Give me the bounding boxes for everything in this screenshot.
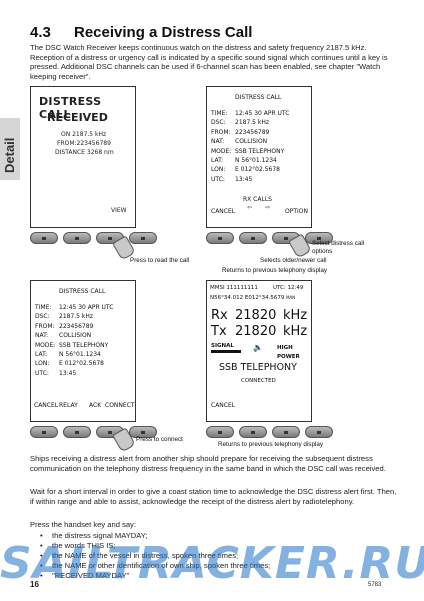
screen1-from: FROM:223456789	[57, 140, 111, 147]
screen3-cancel: CANCEL	[34, 402, 59, 409]
screen3-rows: TIME:12:45 30 APR UTC DSC:2187.5 kHz FRO…	[35, 303, 113, 378]
softkey-2[interactable]	[239, 232, 267, 244]
screen-distress-options: DISTRESS CALL TIME:12:45 30 APR UTC DSC:…	[30, 280, 136, 422]
softkey-2[interactable]	[63, 232, 91, 244]
page-number: 16	[30, 580, 39, 589]
detail-row: LAT:N 56°01.1234	[211, 157, 277, 165]
softkey-1[interactable]	[30, 232, 58, 244]
screen4-signal-label: SIGNAL	[211, 343, 234, 349]
softkey-4[interactable]	[305, 232, 333, 244]
screen1-softkey-view: VIEW	[111, 207, 127, 214]
softkey-4[interactable]	[129, 232, 157, 244]
annotation-select-options: Select distress call options	[312, 240, 365, 255]
annotation-connect: Press to connect	[136, 436, 183, 443]
softkey-4[interactable]	[129, 426, 157, 438]
list-item: the NAME of the vessel in distress, spok…	[52, 551, 402, 561]
screen3-keypad	[30, 426, 157, 438]
detail-row: LON:E 012°02.5678	[211, 166, 280, 174]
screen4-status: CONNECTED	[241, 378, 276, 384]
signal-bar	[211, 350, 241, 353]
softkey-2[interactable]	[63, 426, 91, 438]
screen4-power: HIGH POWER	[277, 345, 300, 361]
screen4-mode: SSB TELEPHONY	[219, 362, 297, 373]
detail-row: NAT:COLLISION	[35, 332, 92, 340]
detail-row: FROM:223456789	[211, 128, 270, 136]
screen-distress-received: DISTRESS CALL RECEIVED ON 2187.5 kHz FRO…	[30, 86, 136, 228]
detail-row: UTC:13:45	[211, 175, 253, 183]
screen1-distance: DISTANCE 3268 nm	[55, 149, 114, 156]
annotation-read-call: Press to read the call	[130, 257, 190, 264]
detail-row: LON:E 012°02.5678	[35, 360, 104, 368]
screen2-cancel: CANCEL	[211, 208, 236, 215]
detail-row: FROM:223456789	[35, 322, 94, 330]
screen4-cancel: CANCEL	[211, 402, 236, 409]
paragraph-wait: Wait for a short interval in order to gi…	[30, 487, 397, 506]
screen-telephony: MMSI 111111111 UTC: 12:49 N56°34.012 E01…	[206, 280, 312, 422]
softkey-4[interactable]	[305, 426, 333, 438]
detail-row: DSC:2187.5 kHz	[35, 313, 94, 321]
detail-row: UTC:13:45	[35, 369, 77, 377]
watermark: SAILTRACKER.RU	[0, 538, 424, 589]
intro-text: The DSC Watch Receiver keeps continuous …	[30, 43, 388, 81]
softkey-3[interactable]	[272, 426, 300, 438]
detail-row: MODE:SSB TELEPHONY	[211, 147, 285, 155]
softkey-1[interactable]	[30, 426, 58, 438]
detail-row: NAT:COLLISION	[211, 138, 268, 146]
softkey-1[interactable]	[206, 232, 234, 244]
detail-row: TIME:12:45 30 APR UTC	[211, 110, 290, 117]
screen1-line1: DISTRESS CALL	[39, 95, 102, 121]
screen1-line2: RECEIVED	[47, 111, 108, 124]
list-item: "RECEIVED MAYDAY"	[52, 571, 402, 581]
side-tab: Detail	[0, 118, 20, 180]
paragraph-prepare: Ships receiving a distress alert from an…	[30, 454, 386, 473]
screen2-rows: TIME:12:45 30 APR UTC DSC:2187.5 kHz FRO…	[211, 109, 289, 184]
annotation-return-1: Returns to previous telephony display	[222, 267, 328, 274]
arrow-left-icon: ⇦	[247, 204, 253, 211]
screen-distress-details: DISTRESS CALL TIME:12:45 30 APR UTC DSC:…	[206, 86, 312, 228]
screen4-position: N56°34.012 E012°34.5679 MAN	[210, 295, 296, 301]
screen2-rx-calls: RX CALLS	[243, 196, 272, 203]
screen2-option: OPTION	[285, 208, 308, 215]
screen2-keypad	[206, 232, 333, 244]
screen4-mmsi: MMSI 111111111	[210, 285, 258, 291]
screen2-header: DISTRESS CALL	[235, 94, 282, 101]
annotation-older-newer: Selects older/newer call	[260, 257, 327, 264]
arrow-right-icon: ⇨	[265, 204, 271, 211]
detail-row: LAT:N 56°01.1234	[35, 351, 101, 359]
speaker-icon: 🔈	[253, 343, 263, 352]
bullet-list: the distress signal MAYDAY; the words TH…	[30, 531, 402, 581]
screen3-ack: ACK	[89, 402, 102, 409]
detail-row: MODE:SSB TELEPHONY	[35, 341, 109, 349]
screen4-utc: UTC: 12:49	[273, 285, 304, 291]
softkey-2[interactable]	[239, 426, 267, 438]
doc-code: 5783	[368, 582, 382, 588]
softkey-1[interactable]	[206, 426, 234, 438]
list-item: the distress signal MAYDAY;	[52, 531, 402, 541]
list-item: the NAME or other identification of own …	[52, 561, 402, 571]
screen3-header: DISTRESS CALL	[59, 288, 106, 295]
screen1-keypad	[30, 232, 157, 244]
screen3-connect: CONNECT	[105, 402, 135, 409]
list-item: the words THIS IS;	[52, 541, 402, 551]
detail-row: TIME:12:45 30 APR UTC	[35, 304, 114, 311]
screen3-relay: RELAY	[59, 402, 78, 409]
annotation-return-2: Returns to previous telephony display	[218, 441, 324, 448]
screen1-freq: ON 2187.5 kHz	[61, 131, 107, 138]
detail-row: DSC:2187.5 kHz	[211, 119, 270, 127]
screen4-keypad	[206, 426, 333, 438]
paragraph-press-handset: Press the handset key and say:	[30, 520, 136, 529]
